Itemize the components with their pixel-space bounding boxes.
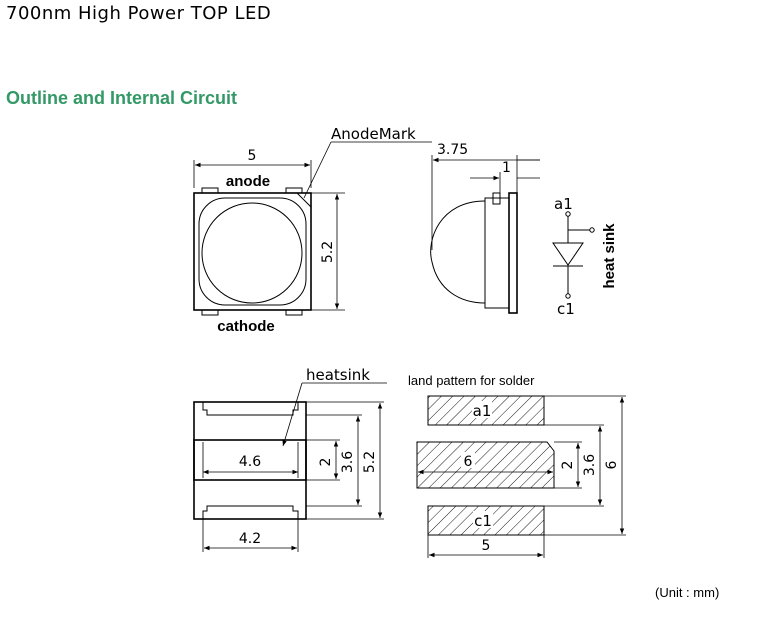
section-title: Outline and Internal Circuit — [6, 88, 238, 108]
land-pattern-title: land pattern for solder — [408, 373, 535, 388]
side-body-back — [508, 192, 518, 314]
top-view: 5 5.2 anode cathode AnodeMark — [193, 125, 432, 335]
dim-total-height-label: 5.2 — [362, 451, 378, 473]
dim-pad-height-label: 2 — [318, 458, 334, 467]
label-anode-mark: AnodeMark — [331, 125, 416, 143]
dim-center-height-label: 2 — [560, 461, 576, 470]
heatsink-pad — [193, 439, 307, 481]
dim-body-label: 1 — [502, 160, 511, 176]
dim-land-width-label: 5 — [482, 538, 491, 554]
label-heatsink: heatsink — [306, 366, 370, 384]
lead-tab-bottom-right — [285, 309, 303, 316]
lead-tab-bottom-left — [201, 309, 219, 316]
lead-tab-top-left — [201, 187, 219, 194]
label-cathode: cathode — [217, 318, 275, 335]
dim-pad-width-label: 4.6 — [239, 454, 261, 470]
side-view: 3.75 1 — [430, 142, 540, 314]
land-pattern: land pattern for solder a1 c1 6 5 2 3.6 … — [408, 373, 626, 558]
internal-circuit: a1 c1 heat sink — [552, 195, 618, 318]
lead-bottom — [202, 505, 299, 519]
label-anode: anode — [226, 173, 270, 190]
label-c1: c1 — [557, 300, 575, 318]
heatsink-leader — [282, 382, 303, 447]
diode-triangle — [552, 242, 584, 266]
anode-mark-chamfer — [296, 192, 312, 208]
side-tab — [492, 192, 501, 205]
lead-top — [202, 402, 299, 416]
package-inner — [198, 197, 307, 306]
side-body-front — [484, 197, 510, 309]
pad-a1-label: a1 — [473, 402, 492, 420]
pad-center — [416, 441, 555, 489]
unit-note: (Unit : mm) — [655, 585, 720, 600]
dim-depth-label: 3.75 — [437, 142, 468, 158]
page-title: 700nm High Power TOP LED — [6, 3, 272, 24]
dim-lead-width-label: 4.2 — [239, 531, 261, 547]
dim-land-total-height-label: 6 — [604, 460, 620, 469]
package-body — [193, 192, 312, 311]
lead-tab-top-right — [285, 187, 303, 194]
lens-circle — [201, 202, 303, 304]
pad-c1-label: c1 — [474, 512, 492, 530]
dome-lens — [430, 200, 486, 304]
label-heat-sink: heat sink — [601, 223, 618, 289]
dim-center-width-label: 6 — [464, 454, 473, 470]
dim-inner-height-label: 3.6 — [340, 451, 356, 473]
bottom-view: 4.6 heatsink 4.2 2 3.6 5.2 — [193, 366, 387, 552]
anode-mark-leader — [303, 141, 332, 199]
dim-land-inner-height-label: 3.6 — [582, 454, 598, 476]
dim-width-label: 5 — [248, 148, 257, 164]
dim-height-label: 5.2 — [320, 241, 336, 263]
label-a1: a1 — [554, 195, 573, 213]
